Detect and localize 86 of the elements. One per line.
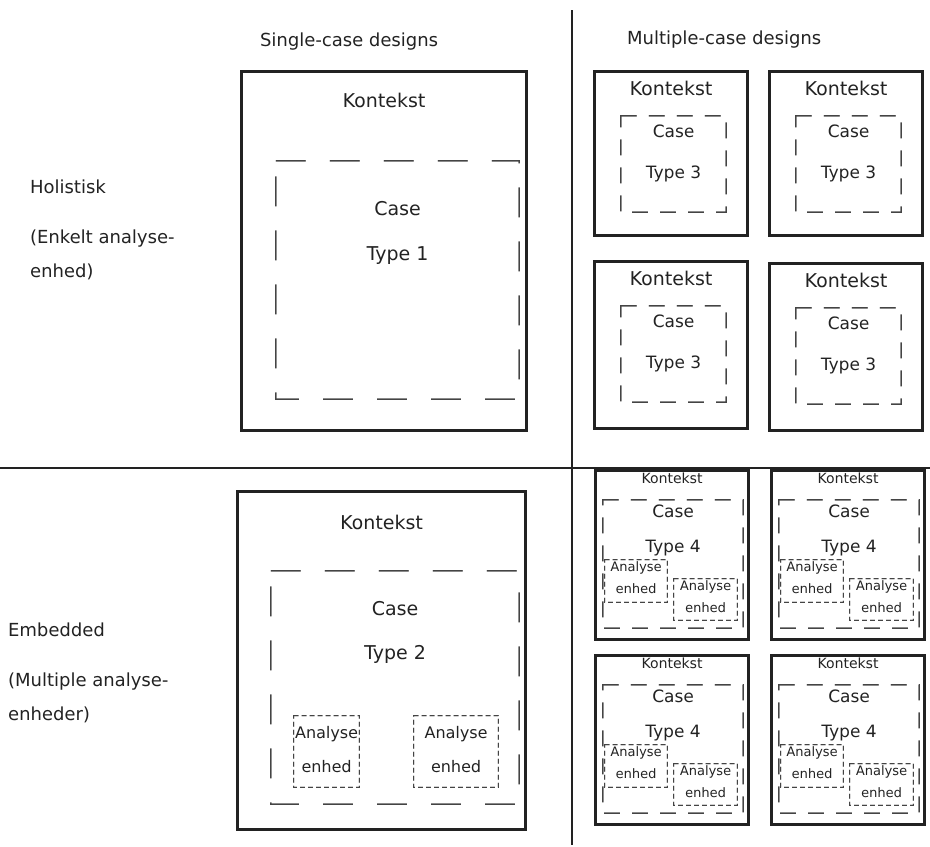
box-heading: Kontekst xyxy=(816,656,880,673)
box-heading: Case xyxy=(652,312,696,332)
analysis-unit-box xyxy=(780,559,844,603)
box-text: Type 1 xyxy=(366,243,430,266)
context-box xyxy=(593,260,749,430)
box-heading: Kontekst xyxy=(339,512,424,535)
row-header: Holistisk xyxy=(30,177,106,199)
analysis-unit-box xyxy=(604,559,668,603)
box-heading: Analyse xyxy=(294,723,359,742)
box-text: enhed xyxy=(614,582,658,598)
box-heading: Kontekst xyxy=(640,656,704,673)
box-heading: Kontekst xyxy=(628,268,714,291)
box-text: Type 4 xyxy=(644,537,702,558)
box-text: enhed xyxy=(614,767,658,783)
box-heading: Case xyxy=(826,314,870,334)
box-text: enhed xyxy=(300,757,353,776)
box-heading: Analyse xyxy=(854,764,908,780)
box-text: enhed xyxy=(684,601,727,617)
box-text: enhed xyxy=(790,767,834,783)
case-box xyxy=(795,307,902,405)
case-box xyxy=(795,115,902,213)
box-heading: Kontekst xyxy=(804,78,888,101)
box-heading: Analyse xyxy=(609,745,663,761)
box-text: Type 3 xyxy=(820,355,878,376)
box-heading: Analyse xyxy=(678,579,732,595)
column-header: Single-case designs xyxy=(260,30,438,52)
context-box xyxy=(594,654,750,826)
case-box xyxy=(270,570,520,805)
analysis-unit-box xyxy=(604,744,668,788)
context-box xyxy=(593,70,749,237)
box-heading: Case xyxy=(827,502,871,522)
box-heading: Case xyxy=(651,687,695,708)
analysis-unit-box xyxy=(293,715,360,788)
box-heading: Kontekst xyxy=(640,471,704,488)
case-box xyxy=(602,684,744,814)
context-box xyxy=(594,469,750,641)
box-text: Type 4 xyxy=(820,537,878,558)
case-box xyxy=(778,499,920,629)
context-box xyxy=(770,469,926,641)
box-heading: Case xyxy=(652,122,696,142)
box-heading: Case xyxy=(373,198,422,221)
analysis-unit-box xyxy=(673,763,738,806)
analysis-unit-box xyxy=(413,715,499,788)
box-text: Type 4 xyxy=(644,722,702,742)
box-heading: Analyse xyxy=(609,560,663,576)
box-heading: Case xyxy=(827,687,871,708)
box-text: Type 3 xyxy=(644,163,702,184)
analysis-unit-box xyxy=(673,578,738,621)
analysis-unit-box xyxy=(780,744,844,788)
box-text: enhed xyxy=(860,786,903,802)
box-text: Type 3 xyxy=(644,353,702,374)
box-heading: Analyse xyxy=(785,560,839,576)
case-box xyxy=(620,115,727,213)
row-subheader: (Enkelt analyse-enhed) xyxy=(30,226,176,284)
box-text: enhed xyxy=(790,582,834,598)
box-heading: Analyse xyxy=(785,745,839,761)
column-header: Multiple-case designs xyxy=(627,28,822,50)
box-text: Type 4 xyxy=(820,722,878,742)
box-heading: Case xyxy=(826,122,870,142)
box-text: Type 3 xyxy=(820,163,878,184)
box-heading: Case xyxy=(370,598,420,621)
context-box xyxy=(768,262,924,432)
context-box xyxy=(768,70,924,237)
box-heading: Analyse xyxy=(424,723,488,742)
context-box xyxy=(236,490,527,831)
row-header: Embedded xyxy=(8,620,105,642)
case-box xyxy=(778,684,920,814)
box-heading: Kontekst xyxy=(804,270,888,293)
box-heading: Analyse xyxy=(678,764,732,780)
context-box xyxy=(240,70,528,432)
case-box xyxy=(602,499,744,629)
box-heading: Kontekst xyxy=(816,471,880,488)
box-heading: Analyse xyxy=(854,579,908,595)
context-box xyxy=(770,654,926,826)
box-text: enhed xyxy=(430,757,482,776)
analysis-unit-box xyxy=(849,578,914,621)
case-box xyxy=(275,160,520,400)
box-text: Type 2 xyxy=(363,642,427,665)
box-text: enhed xyxy=(860,601,903,617)
case-box xyxy=(620,305,727,403)
box-heading: Kontekst xyxy=(628,78,714,101)
box-text: enhed xyxy=(684,786,727,802)
row-subheader: (Multiple analyse-enheder) xyxy=(8,669,170,728)
analysis-unit-box xyxy=(849,763,914,806)
box-heading: Case xyxy=(651,502,695,522)
box-heading: Kontekst xyxy=(342,90,426,113)
